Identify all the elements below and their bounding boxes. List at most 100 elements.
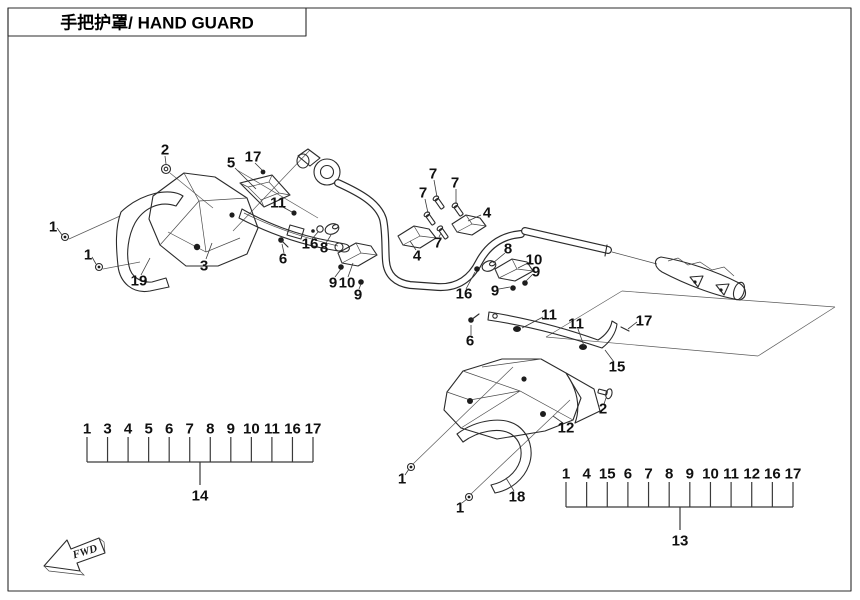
handlebar-left-collar-face bbox=[296, 153, 310, 169]
screw-11-target bbox=[291, 210, 297, 216]
bolt-7-head bbox=[451, 202, 459, 209]
title-box bbox=[7, 7, 307, 37]
screw-9 bbox=[358, 279, 364, 285]
left-guard-shell-detail bbox=[159, 172, 248, 253]
bolt-7-head bbox=[436, 225, 444, 232]
bolt-1 bbox=[464, 492, 474, 502]
leader-lines bbox=[56, 155, 638, 504]
part-callout-4: 4 bbox=[413, 248, 422, 265]
clamp-lower-right-detail bbox=[494, 258, 534, 279]
bolt-7 bbox=[451, 202, 464, 217]
part-callout-12: 12 bbox=[558, 420, 575, 437]
part-callout-9: 9 bbox=[329, 275, 337, 292]
comb-item-1: 1 bbox=[83, 421, 91, 438]
handlebar-tube-fill bbox=[335, 180, 524, 290]
page-title: 手把护罩/ HAND GUARD bbox=[60, 13, 254, 33]
right-guard-boss bbox=[521, 376, 527, 382]
comb-item-10: 10 bbox=[702, 466, 719, 483]
part-callout-7: 7 bbox=[429, 166, 437, 183]
part-callout-16: 16 bbox=[302, 236, 319, 253]
right-guard-corner-flap bbox=[565, 372, 601, 424]
part-callout-11: 11 bbox=[541, 307, 557, 324]
screw-6-shaft bbox=[470, 313, 480, 321]
right-guard-boss bbox=[467, 398, 473, 404]
projection-line bbox=[545, 290, 623, 338]
bracket-boss-11 bbox=[513, 326, 521, 332]
comb-item-4: 4 bbox=[124, 421, 133, 438]
handlebar-tube-right-fill bbox=[522, 228, 611, 253]
projection-lines bbox=[68, 149, 836, 495]
part-callout-2: 2 bbox=[599, 401, 607, 418]
washer-16 bbox=[316, 225, 324, 233]
part-callout-8: 8 bbox=[504, 241, 512, 258]
projection-line bbox=[757, 306, 836, 357]
comb-item-4: 4 bbox=[582, 466, 591, 483]
projection-line bbox=[68, 215, 121, 240]
comb-item-11: 11 bbox=[723, 466, 739, 483]
riser-clamp-left-detail bbox=[397, 225, 437, 246]
leader bbox=[56, 155, 638, 504]
bolt-7-head bbox=[423, 211, 431, 218]
pin-17 bbox=[620, 326, 630, 332]
part-callout-3: 3 bbox=[200, 258, 208, 275]
part-callout-17: 17 bbox=[245, 149, 262, 166]
right-grip bbox=[654, 256, 747, 301]
page-border bbox=[7, 7, 852, 592]
part-callout-2: 2 bbox=[161, 142, 169, 159]
part-callout-9: 9 bbox=[354, 287, 362, 304]
comb-group-label-14: 14 bbox=[192, 488, 209, 505]
left-bracket-gusset-detail bbox=[239, 174, 291, 208]
comb-item-16: 16 bbox=[764, 466, 781, 483]
projection-line bbox=[169, 172, 214, 209]
bolt-2 bbox=[597, 388, 613, 400]
bracket-boss-11 bbox=[579, 344, 587, 350]
bolt-2-center bbox=[163, 166, 169, 172]
projection-line bbox=[545, 336, 759, 357]
bolt-1-center bbox=[409, 465, 413, 469]
fwd-arrow: FWD bbox=[43, 537, 106, 576]
comb-item-12: 12 bbox=[743, 466, 760, 483]
comb-item-6: 6 bbox=[165, 421, 173, 438]
bolt-7-shaft bbox=[425, 213, 436, 226]
part-callout-11: 11 bbox=[270, 195, 286, 212]
right-guard-shell-detail bbox=[446, 358, 574, 429]
left-bracket-bar bbox=[238, 208, 350, 253]
bracket-hole bbox=[492, 313, 498, 319]
bolt-2 bbox=[160, 163, 172, 175]
handlebar-left-end bbox=[313, 158, 341, 186]
bolt-7-shaft bbox=[438, 227, 449, 240]
left-bracket-end bbox=[334, 242, 344, 252]
part-callout-8: 8 bbox=[320, 240, 328, 257]
comb-group-label-13: 13 bbox=[672, 533, 689, 550]
left-bracket-joint bbox=[286, 224, 305, 240]
comb-item-15: 15 bbox=[599, 466, 616, 483]
part-callout-7: 7 bbox=[451, 175, 459, 192]
comb-item-6: 6 bbox=[624, 466, 632, 483]
comb-item-7: 7 bbox=[644, 466, 652, 483]
bolt-7 bbox=[436, 225, 449, 240]
clamp-lower-left-detail bbox=[337, 242, 378, 264]
screw-9 bbox=[338, 264, 344, 270]
left-handguard-assembly bbox=[60, 163, 378, 293]
part-callout-1: 1 bbox=[84, 247, 92, 264]
part-callout-17: 17 bbox=[636, 313, 653, 330]
projection-line bbox=[621, 290, 836, 308]
right-grip-dot bbox=[693, 280, 697, 284]
part-callout-9: 9 bbox=[532, 264, 540, 281]
part-callout-7: 7 bbox=[434, 235, 442, 252]
part-callout-4: 4 bbox=[483, 205, 492, 222]
part-callout-18: 18 bbox=[509, 489, 526, 506]
screw-9 bbox=[510, 285, 516, 291]
part-callout-6: 6 bbox=[466, 333, 474, 350]
riser-clamp-right-detail bbox=[451, 214, 487, 233]
right-bracket-bar bbox=[487, 311, 618, 349]
bolt-1 bbox=[94, 262, 104, 272]
handlebar-left-bore bbox=[319, 164, 335, 180]
fwd-arrow-shape bbox=[43, 537, 106, 572]
fwd-label: FWD bbox=[70, 543, 98, 562]
part-callout-9: 9 bbox=[491, 283, 499, 300]
